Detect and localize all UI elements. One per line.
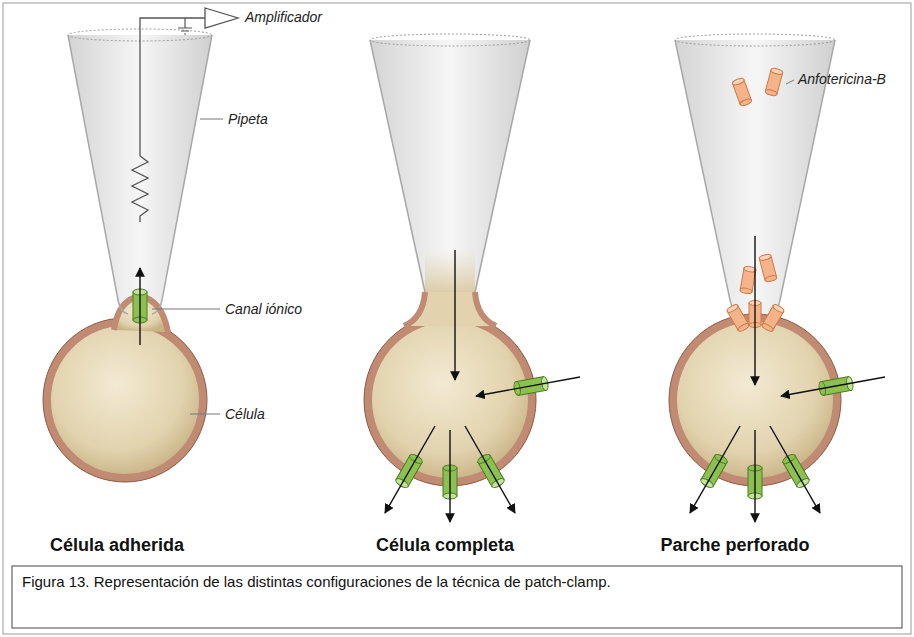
ion-flux-arrow (139, 268, 140, 345)
amphotericin-molecule (759, 253, 778, 282)
pipette-opening (675, 34, 835, 46)
ion-flux-arrow (385, 426, 435, 513)
ion-flux-arrow (770, 426, 820, 513)
amphotericin-pore (761, 303, 785, 332)
cell-attached-panel (43, 8, 238, 482)
amphotericin-molecule (740, 266, 757, 295)
amplifier-symbol (205, 8, 238, 28)
leader-line (190, 414, 220, 415)
component-label: Anfotericina-B (798, 70, 886, 88)
leader-line (786, 80, 794, 84)
caption-box (12, 566, 902, 628)
whole-cell-panel (364, 34, 536, 486)
leader-line (152, 309, 220, 310)
pipette-wall (370, 40, 530, 292)
amphotericin-molecule (732, 77, 753, 106)
panel-title: Parche perforado (660, 534, 809, 556)
ion-flux-arrow (449, 430, 450, 522)
component-label: Canal iónico (225, 300, 302, 318)
leader-line (200, 119, 223, 120)
amphotericin-pore (726, 303, 750, 332)
ion-flux-arrow (454, 250, 455, 380)
component-label: Pipeta (228, 110, 268, 128)
pipette-opening (370, 34, 530, 46)
ion-flux-arrow (690, 426, 740, 513)
cell (47, 322, 203, 478)
panel-title: Célula adherida (50, 534, 184, 556)
caption-area: Figura 13. Representación de las distint… (22, 572, 890, 592)
membrane-lips (404, 292, 496, 326)
cytoplasm-in-pipette (425, 250, 475, 298)
component-label: Célula (225, 405, 265, 423)
ion-flux-arrow (476, 377, 580, 396)
ion-flux-arrow (754, 430, 755, 522)
component-label: Amplificador (245, 8, 322, 26)
ion-flux-arrow (465, 426, 515, 513)
ion-flux-arrow (754, 236, 755, 385)
panel-title: Célula completa (376, 534, 514, 556)
ground-symbol (178, 18, 192, 34)
figure-caption: Figura 13. Representación de las distint… (22, 572, 890, 592)
ion-flux-arrow (781, 377, 885, 396)
pipette (370, 40, 530, 298)
membrane-edge (43, 318, 207, 482)
figure-frame (3, 3, 911, 634)
amphotericin-molecule (765, 67, 784, 96)
ion-channels (133, 236, 885, 522)
ruptured-patch (404, 292, 496, 326)
electrode-wire (132, 18, 205, 222)
perforated-patch-panel (669, 34, 841, 486)
